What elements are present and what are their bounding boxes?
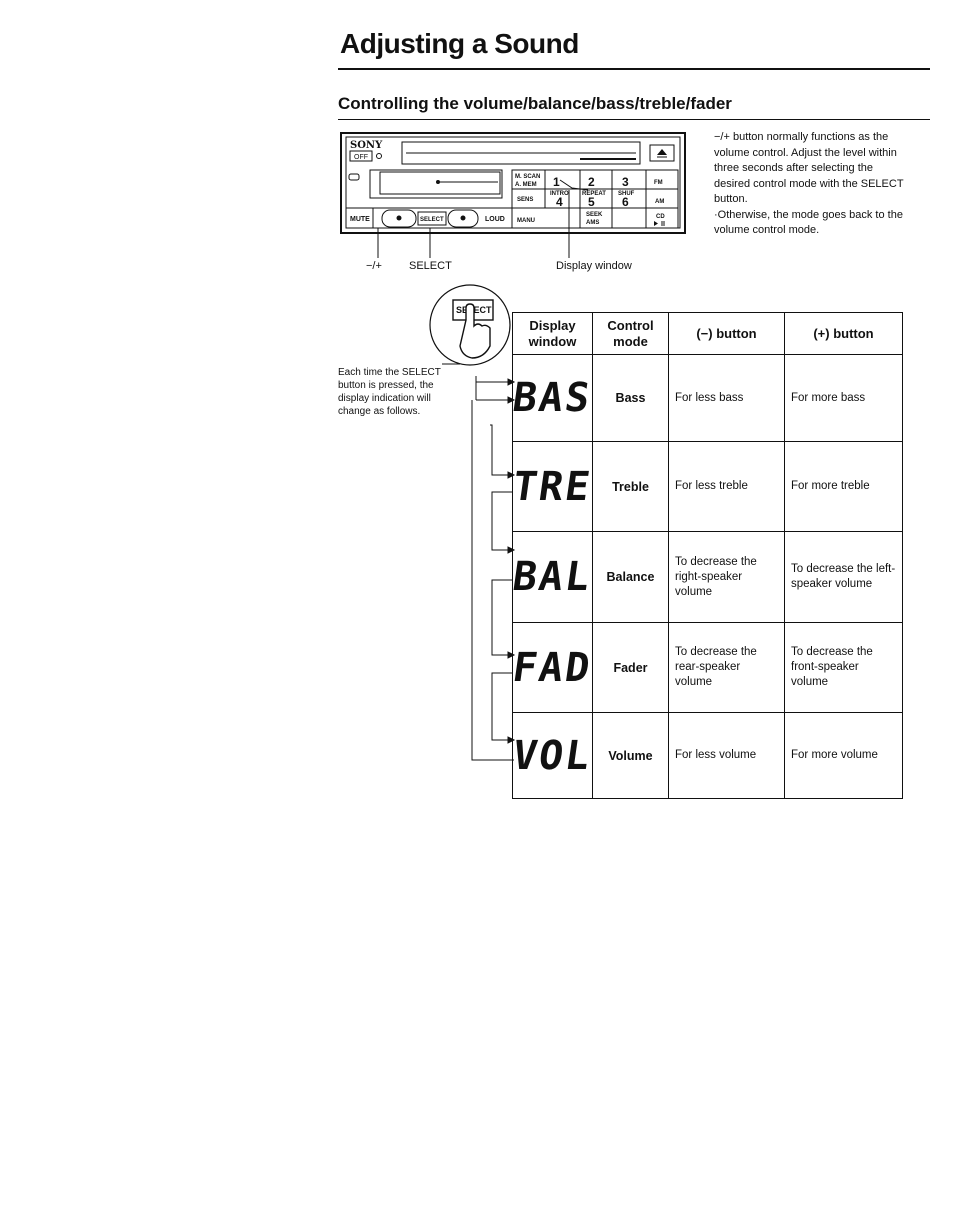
- control-mode: Volume: [592, 712, 669, 799]
- brand-logo: SONY: [350, 140, 383, 151]
- svg-text:REPEAT: REPEAT: [582, 191, 606, 197]
- svg-text:SELECT: SELECT: [420, 217, 444, 223]
- minus-action: For less treble: [668, 441, 785, 532]
- display-indicator: TRE: [510, 463, 595, 510]
- svg-text:MUTE: MUTE: [350, 216, 370, 223]
- select-button-face: [417, 211, 447, 226]
- svg-text:MANU: MANU: [517, 218, 535, 224]
- svg-text:A. MEM: A. MEM: [515, 182, 537, 188]
- plus-action: For more volume: [784, 712, 903, 799]
- svg-text:2: 2: [588, 175, 595, 189]
- select-callout: SELECT: [409, 260, 452, 272]
- table-row: BAL Balance To decrease the right-speake…: [510, 531, 903, 623]
- svg-text:CD: CD: [656, 214, 665, 220]
- svg-text:INTRO: INTRO: [550, 191, 569, 197]
- svg-text:SEEK: SEEK: [586, 212, 603, 218]
- usage-note: −/+ button normally functions as the vol…: [714, 130, 909, 239]
- svg-text:5: 5: [588, 195, 595, 209]
- plus-action: For more bass: [784, 354, 903, 442]
- table-row: BAS Bass For less bass For more bass: [510, 354, 903, 442]
- control-mode-table: Display window Control mode (−) button (…: [510, 312, 903, 799]
- minus-action: For less bass: [668, 354, 785, 442]
- display-indicator: BAS: [510, 375, 595, 421]
- svg-text:1: 1: [553, 175, 560, 189]
- note-line: −/+ button normally functions as the vol…: [714, 131, 904, 205]
- select-flow-diagram: SELECT: [429, 284, 516, 761]
- section-rule: [338, 119, 930, 120]
- flow-arrows: [471, 376, 516, 761]
- svg-text:AMS: AMS: [586, 220, 599, 226]
- svg-text:6: 6: [622, 195, 629, 209]
- section-title: Controlling the volume/balance/bass/treb…: [338, 94, 732, 113]
- svg-text:LOUD: LOUD: [485, 216, 505, 223]
- minus-action: For less volume: [668, 712, 785, 799]
- select-note: Each time the SELECT button is pressed, …: [338, 367, 441, 417]
- plus-button: [447, 209, 479, 228]
- minus-plus-callout: −/+: [366, 260, 382, 272]
- display-indicator: FAD: [510, 644, 595, 691]
- header-minus-button: (−) button: [668, 312, 785, 355]
- stereo-illustration: SONY OFF M. SCAN A. MEM 1 2 3 FM SENS IN…: [340, 132, 686, 272]
- eject-icon: [657, 149, 667, 155]
- header-control-mode: Control mode: [592, 312, 669, 355]
- plus-action: To decrease the left-speaker volume: [784, 531, 903, 623]
- header-display-window: Display window: [512, 312, 593, 355]
- minus-button: [381, 209, 417, 228]
- control-mode: Balance: [592, 531, 669, 623]
- minus-action: To decrease the rear-speaker volume: [668, 622, 785, 713]
- display-indicator: BAL: [510, 554, 595, 600]
- table-row: TRE Treble For less treble For more treb…: [510, 441, 903, 532]
- display-indicator: VOL: [510, 732, 595, 779]
- svg-text:OFF: OFF: [354, 154, 368, 161]
- table-row: FAD Fader To decrease the rear-speaker v…: [510, 622, 903, 713]
- control-mode: Treble: [592, 441, 669, 532]
- page-title: Adjusting a Sound: [340, 28, 579, 59]
- eject-button: [649, 144, 675, 162]
- svg-text:SHUF: SHUF: [618, 191, 635, 197]
- svg-text:AM: AM: [655, 199, 664, 205]
- svg-text:SENS: SENS: [517, 197, 533, 203]
- svg-text:FM: FM: [654, 180, 663, 186]
- header-plus-button: (+) button: [784, 312, 903, 355]
- control-mode: Fader: [592, 622, 669, 713]
- svg-text:M. SCAN: M. SCAN: [515, 174, 540, 180]
- display-window-callout: Display window: [556, 260, 632, 272]
- plus-action: For more treble: [784, 441, 903, 532]
- off-button: [349, 150, 373, 162]
- hand-icon: [459, 303, 491, 359]
- faceplate-frame: [340, 132, 686, 234]
- minus-action: To decrease the right-speaker volume: [668, 531, 785, 623]
- svg-text:4: 4: [556, 195, 563, 209]
- control-mode: Bass: [592, 354, 669, 442]
- note-line: ·Otherwise, the mode goes back to the vo…: [714, 208, 903, 237]
- svg-text:3: 3: [622, 175, 629, 189]
- title-rule: [338, 68, 930, 70]
- plus-action: To decrease the front-speaker volume: [784, 622, 903, 713]
- table-row: VOL Volume For less volume For more volu…: [510, 712, 903, 799]
